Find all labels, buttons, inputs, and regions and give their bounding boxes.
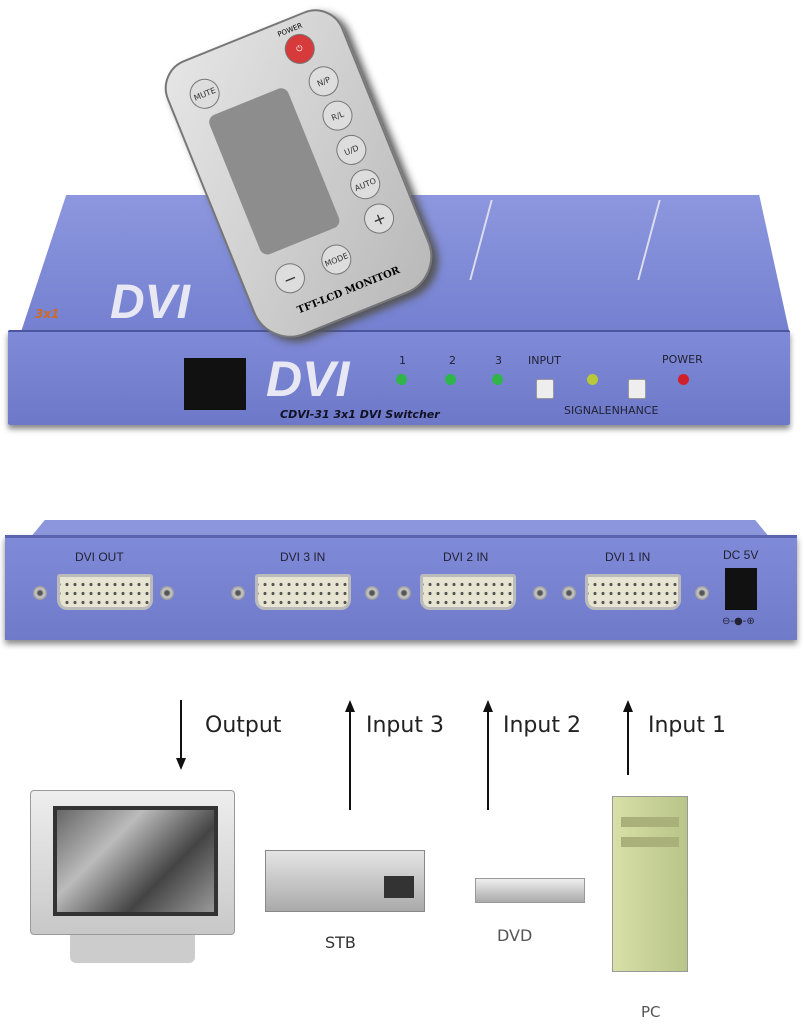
port-label-out: DVI OUT [75, 550, 124, 564]
port-label-in2: DVI 2 IN [443, 550, 489, 564]
screw-icon [33, 586, 47, 600]
screw-icon [231, 586, 245, 600]
stb-panel [384, 876, 414, 898]
pc-drive-bay [621, 837, 679, 847]
led-power [678, 374, 689, 385]
top-dvi-outline-logo [469, 200, 661, 280]
input1-label: Input 1 [648, 713, 726, 738]
switcher-back-top [30, 520, 770, 538]
remote-auto-button[interactable]: AUTO [345, 164, 385, 204]
remote-plus-button[interactable]: + [359, 199, 399, 239]
input1-arrow [627, 710, 629, 775]
monitor-device [30, 790, 235, 935]
pc-label: PC [641, 1003, 661, 1021]
screw-icon [160, 586, 174, 600]
dvi-3-in-port [255, 574, 351, 610]
remote-minus-button[interactable]: − [270, 258, 310, 298]
led-label-1: 1 [399, 354, 406, 367]
dvi-out-port [57, 574, 153, 610]
dc-power-jack [725, 568, 757, 610]
led-input-3 [492, 374, 503, 385]
pc-device [612, 796, 688, 972]
pc-drive-bay [621, 817, 679, 827]
front-dvi-logo: DVI [266, 351, 350, 407]
input-button[interactable] [536, 379, 554, 399]
led-input-1 [396, 374, 407, 385]
screw-icon [695, 586, 709, 600]
monitor-screen [53, 806, 218, 916]
led-input-2 [445, 374, 456, 385]
led-label-2: 2 [449, 354, 456, 367]
input3-arrow [349, 710, 351, 810]
switcher-back-panel: DVI OUT DVI 3 IN DVI 2 IN DVI 1 IN DC 5V… [5, 535, 797, 640]
input2-label: Input 2 [503, 713, 581, 738]
input2-arrow [487, 710, 489, 810]
port-label-in3: DVI 3 IN [280, 550, 326, 564]
ir-receiver-window [184, 358, 246, 410]
led-signal-enhance [587, 374, 598, 385]
dvd-label: DVD [497, 926, 533, 945]
input3-label: Input 3 [366, 713, 444, 738]
top-dvi-logo: DVI [110, 276, 191, 329]
screw-icon [562, 586, 576, 600]
led-label-3: 3 [495, 354, 502, 367]
screw-icon [397, 586, 411, 600]
remote-np-button[interactable]: N/P [304, 61, 344, 101]
stb-label: STB [325, 933, 356, 952]
arrow-up-icon [623, 700, 633, 712]
output-arrow [180, 700, 182, 760]
remote-mute-button[interactable]: MUTE [185, 74, 225, 114]
arrow-up-icon [483, 700, 493, 712]
model-label: CDVI-31 3x1 DVI Switcher [280, 408, 440, 421]
dc-label: DC 5V [723, 548, 759, 562]
monitor-stand [70, 935, 195, 963]
power-label: POWER [662, 353, 703, 366]
screw-icon [365, 586, 379, 600]
top-3x1-logo: 3x1 [35, 307, 60, 321]
port-label-in1: DVI 1 IN [605, 550, 651, 564]
switcher-front-panel: DVI CDVI-31 3x1 DVI Switcher 1 2 3 INPUT… [8, 330, 790, 425]
remote-rl-button[interactable]: R/L [317, 96, 358, 136]
remote-ud-button[interactable]: U/D [331, 130, 371, 170]
dvd-device [475, 878, 585, 903]
remote-mode-button[interactable]: MODE [316, 240, 356, 280]
polarity-symbol: ⊖-●-⊕ [722, 616, 755, 627]
dvi-1-in-port [585, 574, 681, 610]
stb-device [265, 850, 425, 912]
output-label: Output [205, 713, 282, 738]
dvi-2-in-port [420, 574, 516, 610]
signal-enhance-button[interactable] [628, 379, 646, 399]
input-label: INPUT [528, 354, 561, 367]
signal-enhance-label: SIGNALENHANCE [564, 404, 659, 417]
arrow-down-icon [176, 758, 186, 770]
arrow-up-icon [345, 700, 355, 712]
screw-icon [533, 586, 547, 600]
